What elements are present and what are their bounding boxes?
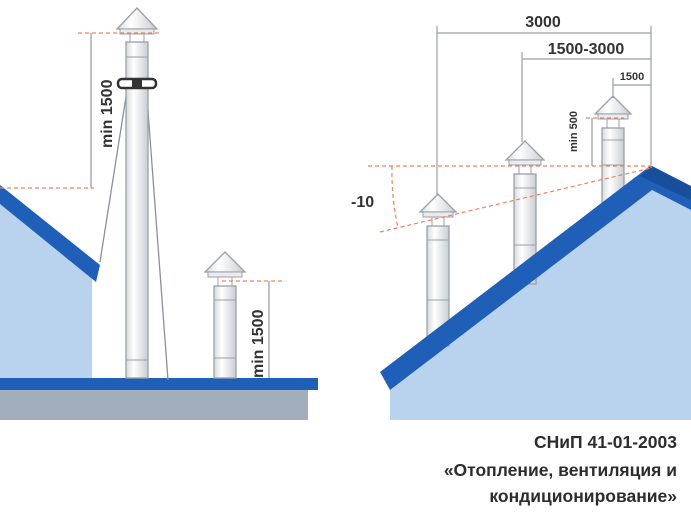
guy-wire-right — [145, 83, 169, 381]
dim-3000-label: 3000 — [525, 14, 561, 31]
caption-line-1: СНиП 41-01-2003 — [534, 432, 677, 452]
left-tall-label: min 1500 — [99, 79, 116, 148]
left-scene: min 1500 min 1500 — [0, 7, 318, 420]
angle-arc — [391, 165, 399, 229]
short-chimney — [203, 251, 247, 379]
caption-line-2: «Отопление, вентиляция и — [443, 460, 677, 480]
dim-1500-3000-label: 1500-3000 — [548, 41, 625, 58]
left-roof-slope — [0, 185, 100, 282]
right-scene: 3000 1500-3000 1500 min 500 -10 — [351, 14, 691, 420]
dim-1500-label: 1500 — [620, 71, 644, 83]
right-roof-slope — [380, 166, 691, 390]
ridge-angle-guide — [379, 167, 652, 233]
right-roof-gable — [640, 166, 691, 200]
flat-roof-base — [0, 390, 308, 420]
chimney-mid — [504, 140, 546, 285]
min500-label: min 500 — [568, 111, 580, 152]
guy-wire-left — [99, 83, 129, 263]
right-house-wall — [390, 190, 691, 420]
left-flat-label: min 1500 — [250, 309, 267, 378]
tall-chimney — [115, 7, 159, 379]
left-house-wall — [0, 198, 92, 382]
caption-line-3: кондиционирование» — [489, 486, 677, 506]
angle-label: -10 — [351, 194, 374, 211]
flat-roof-slab — [0, 378, 318, 390]
